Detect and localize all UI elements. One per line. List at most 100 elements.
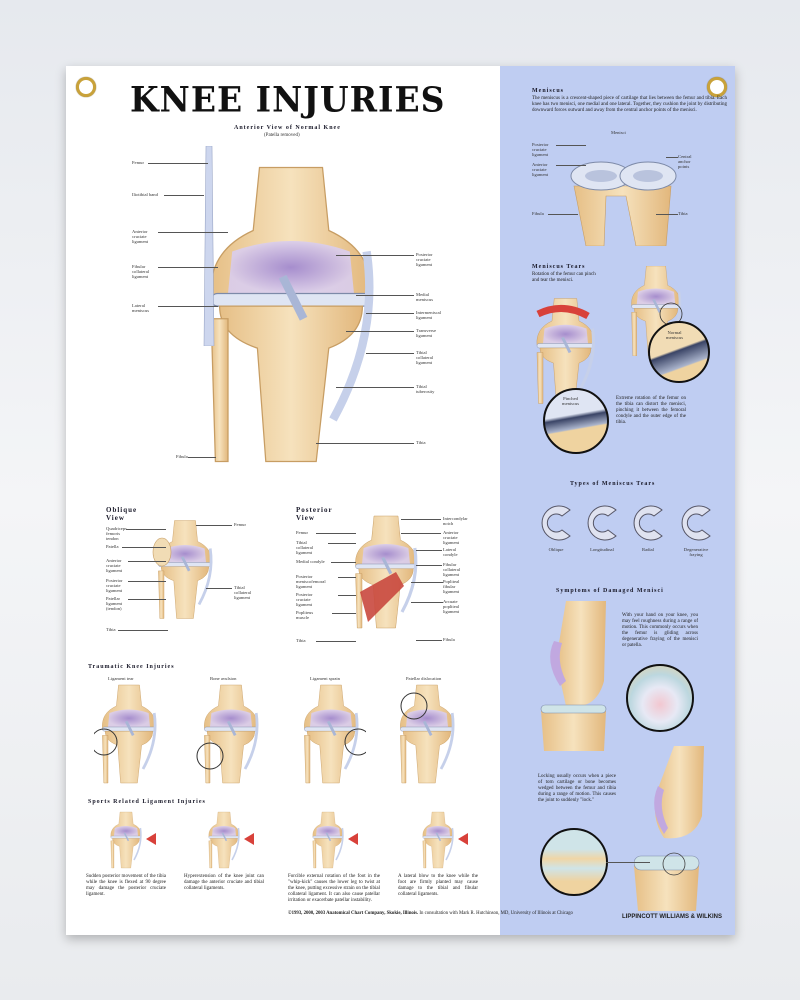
tears-caption: Extreme rotation of the femur on the tib… [616, 396, 686, 425]
anatomy-label: Patella [106, 544, 119, 549]
leader-line [316, 641, 356, 642]
leader-line [196, 525, 232, 526]
tear-type-label: Longitudinal [590, 547, 614, 552]
traumatic-knee-illustration [196, 684, 260, 784]
anatomy-label: Intermeniscal ligament [416, 310, 441, 321]
anatomy-label: Fibular collateral ligament [132, 264, 150, 280]
anatomy-label: Intercondylar notch [443, 516, 468, 527]
leader-line [122, 547, 166, 548]
anatomy-label: Tibia [296, 638, 306, 643]
anatomy-label: Medial condyle [296, 559, 325, 564]
anatomy-label: Iliotibial band [132, 192, 158, 197]
leader-line [128, 561, 166, 562]
rotation-knee-illustration [535, 296, 596, 406]
leader-line [556, 165, 586, 166]
anatomy-label: Lateral meniscus [132, 303, 150, 314]
roughness-text: With your hand on your knee, you may fee… [622, 613, 698, 648]
leader-line [401, 533, 441, 534]
anatomy-label: Fibula [443, 637, 455, 642]
leader-line [336, 387, 414, 388]
poster: KNEE INJURIES Anterior View of Normal Kn… [66, 66, 735, 935]
normal-meniscus-label: Normal meniscus [666, 330, 684, 341]
sports-injury-illustration [207, 811, 254, 869]
injury-label: Ligament sprain [310, 676, 340, 681]
leader-line [188, 457, 216, 458]
sports-caption: Hyperextension of the knee joint can dam… [184, 874, 264, 891]
anatomy-label: Anterior cruciate ligament [106, 558, 123, 574]
leader-line [158, 232, 228, 233]
leader-line [366, 353, 414, 354]
leader-line [158, 306, 218, 307]
injury-label: Patellar dislocation [406, 676, 442, 681]
leader-line [416, 550, 442, 551]
roughness-knee-illustration [540, 601, 607, 751]
anatomy-label: Tibial tuberosity [416, 384, 435, 395]
pinched-meniscus-zoom-circle [543, 388, 609, 454]
leader-line [606, 862, 650, 863]
leader-line [556, 145, 586, 146]
types-heading: Types of Meniscus Tears [570, 481, 656, 487]
leader-line [656, 214, 678, 215]
leader-line [148, 163, 208, 164]
sports-heading: Sports Related Ligament Injuries [88, 799, 206, 805]
leader-line [118, 630, 168, 631]
anatomy-label: Lateral condyle [443, 547, 458, 558]
anatomy-label: Fibular collateral ligament [443, 562, 461, 578]
sports-caption: Forcible external rotation of the foot i… [288, 874, 380, 903]
meniscus-tear-type-icon [587, 505, 617, 541]
anatomy-label: Patellar ligament (tendon) [106, 596, 123, 612]
traumatic-heading: Traumatic Knee Injuries [88, 664, 175, 670]
poster-title: KNEE INJURIES [130, 79, 446, 120]
anatomy-label: Tibia [416, 440, 426, 445]
injury-label: Ligament tear [108, 676, 134, 681]
leader-line [331, 562, 356, 563]
injury-label: Bone avulsion [210, 676, 237, 681]
posterior-knee-illustration [353, 514, 419, 630]
anatomy-label: Posterior meniscofemoral ligament [296, 574, 326, 590]
leader-line [366, 313, 414, 314]
anatomy-label: Tibial collateral ligament [296, 540, 314, 556]
anatomy-label: Quadriceps femoris tendon [106, 526, 127, 542]
anatomy-label: Anterior cruciate ligament [132, 229, 149, 245]
anatomy-label: Femur [132, 160, 144, 165]
sports-caption: Sudden posterior movement of the tibia w… [86, 874, 166, 897]
anatomy-label: Posterior cruciate ligament [106, 578, 123, 594]
locking-zoom-circle [540, 828, 608, 896]
anatomy-label: Popliteal fibular ligament [443, 579, 460, 595]
anterior-heading: Anterior View of Normal Knee [234, 125, 341, 131]
anatomy-label: Central anchor points [678, 154, 692, 170]
grommet-icon [76, 77, 96, 97]
anterior-subheading: (Patella removed) [264, 133, 300, 138]
leader-line [401, 519, 441, 520]
sports-caption: A lateral blow to the knee while the foo… [398, 874, 478, 897]
leader-line [128, 599, 166, 600]
anatomy-label: Fibula [176, 454, 188, 459]
traumatic-knee-illustration [94, 684, 158, 784]
copyright: ©1993, 2000, 2003 Anatomical Chart Compa… [288, 911, 419, 916]
leader-line [316, 443, 414, 444]
anatomy-label: Femur [234, 522, 246, 527]
tear-type-label: Oblique [548, 547, 564, 552]
leader-line [328, 543, 356, 544]
anatomy-label: Tibial collateral ligament [416, 350, 434, 366]
anatomy-label: Tibia [106, 627, 116, 632]
tears-text: Rotation of the femur can pinch and tear… [532, 272, 596, 283]
iliotibial-band-illustration [203, 146, 215, 346]
normal-meniscus-zoom-circle [648, 321, 710, 383]
sports-injury-illustration [421, 811, 468, 869]
leader-line [316, 533, 356, 534]
leader-line [164, 195, 204, 196]
meniscus-tear-type-icon [633, 505, 663, 541]
leader-line [346, 331, 414, 332]
meniscus-tear-type-icon [681, 505, 711, 541]
anatomy-label: Arcuate popliteal ligament [443, 599, 460, 615]
leader-line [416, 640, 442, 641]
leader-line [128, 581, 166, 582]
posterior-heading: Posterior View [296, 506, 333, 522]
leader-line [126, 529, 166, 530]
anatomy-label: Tibia [678, 211, 688, 216]
sports-injury-illustration [311, 811, 358, 869]
leader-line [336, 255, 414, 256]
anatomy-label: Fibula [532, 211, 544, 216]
leader-line [416, 565, 442, 566]
